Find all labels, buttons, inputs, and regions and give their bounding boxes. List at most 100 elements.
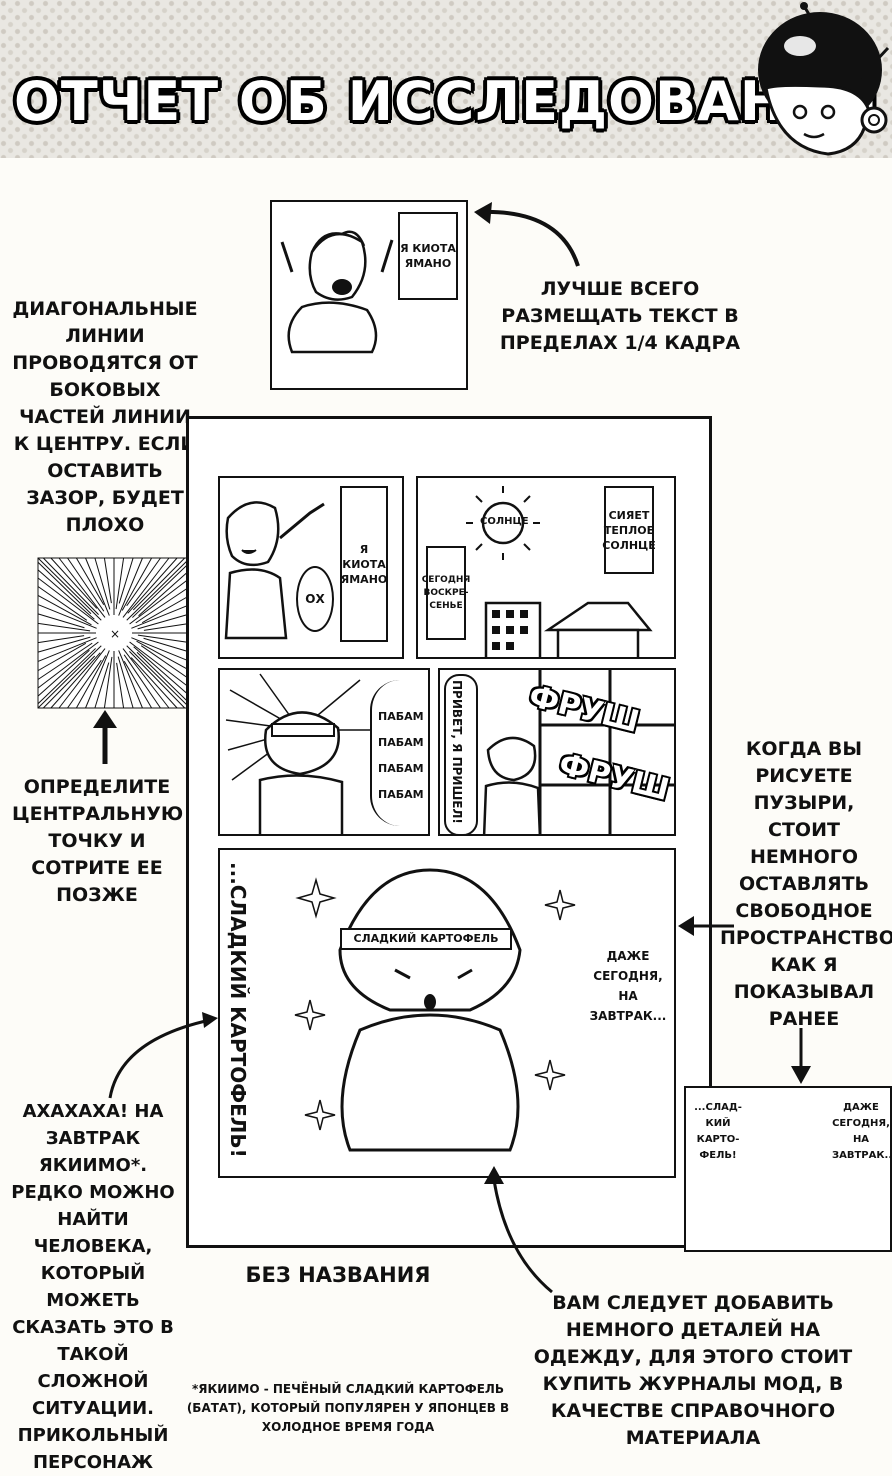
speed-line: [67, 557, 105, 612]
speed-line: [140, 645, 191, 680]
speed-line: [116, 662, 125, 709]
speed-line: [103, 557, 112, 604]
speed-line: [127, 557, 178, 614]
top-example-panel: Я КИОТА ЯМАНО: [270, 200, 468, 390]
speed-line: [58, 557, 106, 618]
svg-text:×: ×: [110, 627, 120, 641]
speed-lines-example: ×: [37, 557, 191, 709]
note-clothes: ВАМ СЛЕДУЕТ ДОБАВИТЬ НЕМНОГО ДЕТАЛЕЙ НА …: [533, 1292, 853, 1449]
speech-bubble-hello: [444, 674, 478, 834]
speed-line: [37, 594, 92, 626]
speed-line: [129, 651, 186, 709]
speed-line: [37, 645, 102, 709]
speed-line: [58, 648, 106, 709]
character-sketch: [280, 230, 394, 354]
comic-panel-5: ...СЛАДКИЙ КАРТОФЕЛЬ! СЛАДКИЙ КАРТОФЕЛЬ …: [218, 848, 676, 1178]
speed-line: [118, 557, 134, 604]
arrow-to-top-panel: [474, 202, 580, 267]
speed-line: [37, 604, 97, 629]
speed-line: [137, 634, 191, 644]
page-title: ОТЧЕТ ОБ ИССЛЕДОВАНИИ: [14, 70, 879, 133]
speed-line: [37, 636, 91, 653]
arrow-up-to-clothes: [484, 1166, 553, 1294]
speed-line: [50, 652, 101, 709]
note-diagonal-lines: ДИАГОНАЛЬНЫЕ ЛИНИИ ПРОВОДЯТСЯ ОТ БОКОВЫХ…: [12, 298, 198, 536]
comic-panel-1: ОХ Я КИОТА ЯМАНО: [218, 476, 404, 659]
mini-example-left: ...СЛАД-КИЙ КАРТО-ФЕЛЬ!: [694, 1102, 742, 1161]
comic-panel-2: СОЛНЦЕ СИЯЕТ ТЕПЛОЕ СОЛНЦЕ СЕГОДНЯ ВОСКР…: [416, 476, 676, 659]
speed-line: [133, 646, 191, 697]
note-center-point: ОПРЕДЕЛИТЕ ЦЕНТРАЛЬНУЮ ТОЧКУ И СОТРИТЕ Е…: [12, 776, 184, 906]
caption-box-right: СИЯЕТ ТЕПЛОЕ СОЛНЦЕ: [602, 486, 656, 574]
character-waving: [224, 501, 325, 640]
speed-line: [85, 650, 110, 709]
speed-line: [129, 577, 191, 625]
speed-line: [37, 613, 85, 629]
speed-line: [37, 635, 85, 644]
arrow-down-to-example: [791, 1028, 811, 1084]
speed-line: [136, 640, 191, 672]
speech-bubble-oh: ОХ: [296, 566, 334, 632]
note-text-placement: ЛУЧШЕ ВСЕГО РАЗМЕЩАТЬ ТЕКСТ В ПРЕДЕЛАХ 1…: [499, 278, 741, 354]
comic-panel-3: ПАБАМ ПАБАМ ПАБАМ ПАБАМ: [218, 668, 430, 836]
sfx-pabam-1: ПАБАМ: [378, 710, 424, 723]
speed-line: [37, 557, 102, 621]
speed-line: [118, 557, 143, 616]
speed-line: [37, 642, 93, 680]
speed-line: [37, 641, 99, 689]
speed-line: [131, 604, 191, 629]
speed-line: [122, 557, 170, 618]
sfx-pabam-4: ПАБАМ: [378, 788, 424, 801]
headband-label: СЛАДКИЙ КАРТОФЕЛЬ: [340, 928, 512, 950]
speed-line: [141, 594, 191, 624]
speed-line: [37, 569, 95, 620]
speed-line: [123, 654, 161, 709]
speed-line: [37, 561, 92, 615]
shout-text: ...СЛАДКИЙ КАРТОФЕЛЬ!: [226, 862, 250, 1158]
speed-line: [37, 642, 87, 672]
mini-example-right: ДАЖЕ СЕГОДНЯ, НА ЗАВТРАК...: [832, 1102, 892, 1161]
sun-label: СОЛНЦЕ: [480, 516, 529, 527]
arrow-to-character: [108, 1012, 218, 1099]
speed-line: [132, 561, 191, 618]
speed-line: [126, 557, 161, 607]
speed-line: [67, 659, 102, 709]
character-with-speedlines: [225, 673, 370, 834]
speed-line: [37, 586, 88, 621]
speed-line: [143, 637, 191, 653]
header-pattern-band: [0, 0, 892, 158]
speed-line: [37, 622, 91, 632]
speed-line: [37, 637, 97, 662]
caption-box: Я КИОТА ЯМАНО: [398, 212, 458, 300]
caption-box: Я КИОТА ЯМАНО: [340, 486, 388, 642]
speed-line: [137, 613, 191, 630]
speed-line: [50, 557, 98, 609]
speed-line: [118, 650, 143, 709]
speed-line: [42, 557, 99, 615]
mini-example-panel: ...СЛАД-КИЙ КАРТО-ФЕЛЬ! ДАЖЕ СЕГОДНЯ, НА…: [684, 1086, 892, 1252]
speed-line: [42, 655, 96, 709]
speed-line: [121, 557, 153, 611]
speed-line: [37, 648, 96, 705]
sfx-pabam-2: ПАБАМ: [378, 736, 424, 749]
arrow-up-to-speedlines: [93, 710, 117, 764]
footnote: *ЯКИИМО - ПЕЧЁНЫЙ СЛАДКИЙ КАРТОФЕЛЬ (БАТ…: [186, 1382, 510, 1434]
comic-panel-4: ПРИВЕТ, Я ПРИШЕЛ! ФРУШ ФРУШ: [438, 668, 676, 836]
speed-line: [85, 557, 110, 616]
speed-line: [132, 557, 186, 611]
speed-line: [122, 648, 170, 709]
speed-line: [129, 641, 191, 689]
speech-text-hello: ПРИВЕТ, Я ПРИШЕЛ!: [450, 680, 464, 824]
note-bubbles: КОГДА ВЫ РИСУЕТЕ ПУЗЫРИ, СТОИТ НЕМНОГО О…: [720, 738, 892, 1030]
bubble-text: ОХ: [305, 592, 325, 606]
caption-breakfast: ДАЖЕ СЕГОДНЯ, НА ЗАВТРАК...: [589, 949, 667, 1023]
speed-line: [117, 656, 134, 709]
speed-line: [135, 586, 191, 624]
sfx-bubble: [370, 680, 428, 826]
speed-line: [94, 557, 111, 610]
speed-line: [126, 557, 191, 621]
speed-line: [123, 660, 153, 709]
speed-line: [143, 622, 191, 631]
speed-line: [130, 657, 178, 709]
caption-box-left: СЕГОДНЯ ВОСКРЕ-СЕНЬЕ: [422, 546, 470, 640]
